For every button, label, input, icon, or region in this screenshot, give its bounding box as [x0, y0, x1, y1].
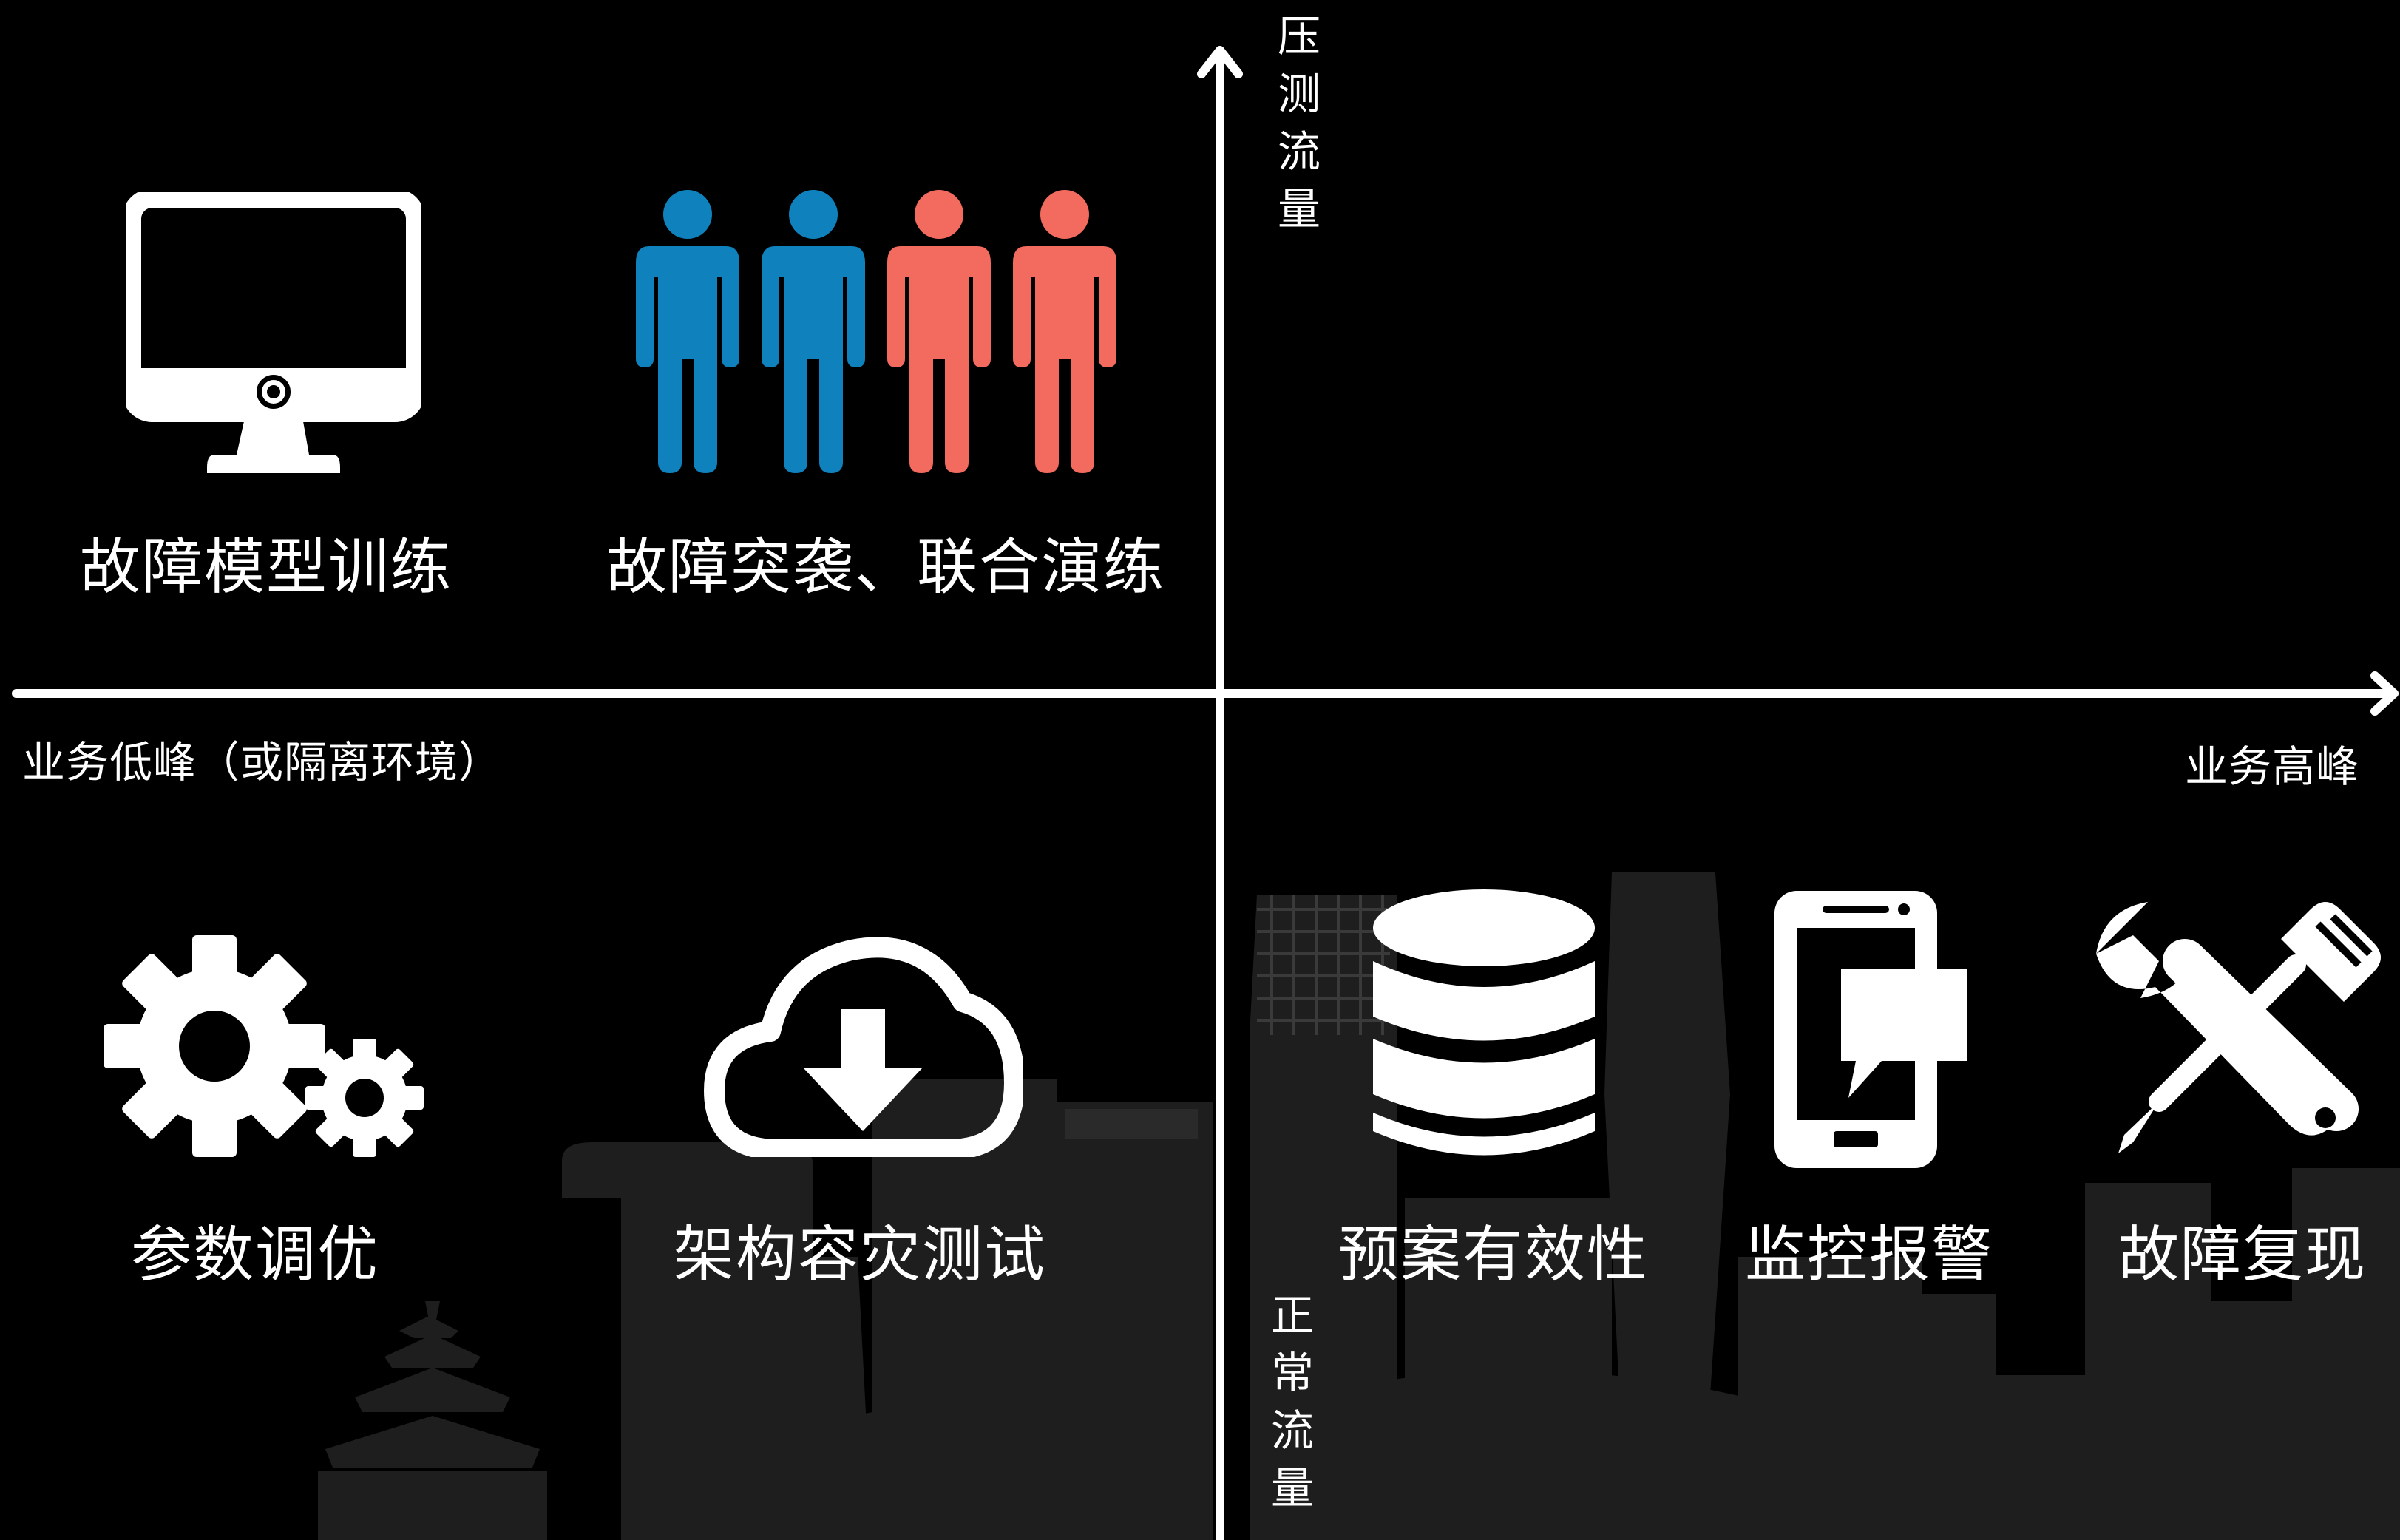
caption-plan-validity: 预案有效性 [1338, 1220, 1650, 1290]
person-blue-1 [636, 190, 739, 473]
caption-monitoring-alerts: 监控报警 [1744, 1220, 1994, 1290]
database-icon [1373, 889, 1595, 1156]
caption-architecture-dr-test: 架构容灾测试 [673, 1220, 1047, 1290]
y-axis-top-label: 压测流量 [1277, 11, 1321, 234]
x-axis-left-label: 业务低峰（或隔离环境） [22, 737, 503, 787]
monitor-icon [126, 192, 421, 473]
person-red-2 [1013, 190, 1116, 473]
cloud-download-icon [704, 937, 1023, 1157]
vertical-axis-arrow [1197, 46, 1243, 78]
people-group-icon [636, 190, 1116, 473]
y-axis-bottom-label: 正常流量 [1270, 1290, 1314, 1513]
caption-fault-raid-joint-drill: 故障突袭、联合演练 [606, 532, 1166, 603]
caption-fault-model-training: 故障模型训练 [79, 532, 453, 603]
caption-parameter-tuning: 参数调优 [130, 1220, 380, 1290]
tools-icon [2096, 902, 2381, 1153]
person-blue-2 [762, 190, 865, 473]
caption-fault-reproduction: 故障复现 [2118, 1220, 2367, 1290]
x-axis-right-label: 业务高峰 [2184, 742, 2359, 792]
horizontal-axis-arrow [2370, 671, 2399, 716]
gears-icon [104, 935, 424, 1157]
person-red-1 [887, 190, 991, 473]
mobile-chat-icon [1774, 891, 1967, 1168]
